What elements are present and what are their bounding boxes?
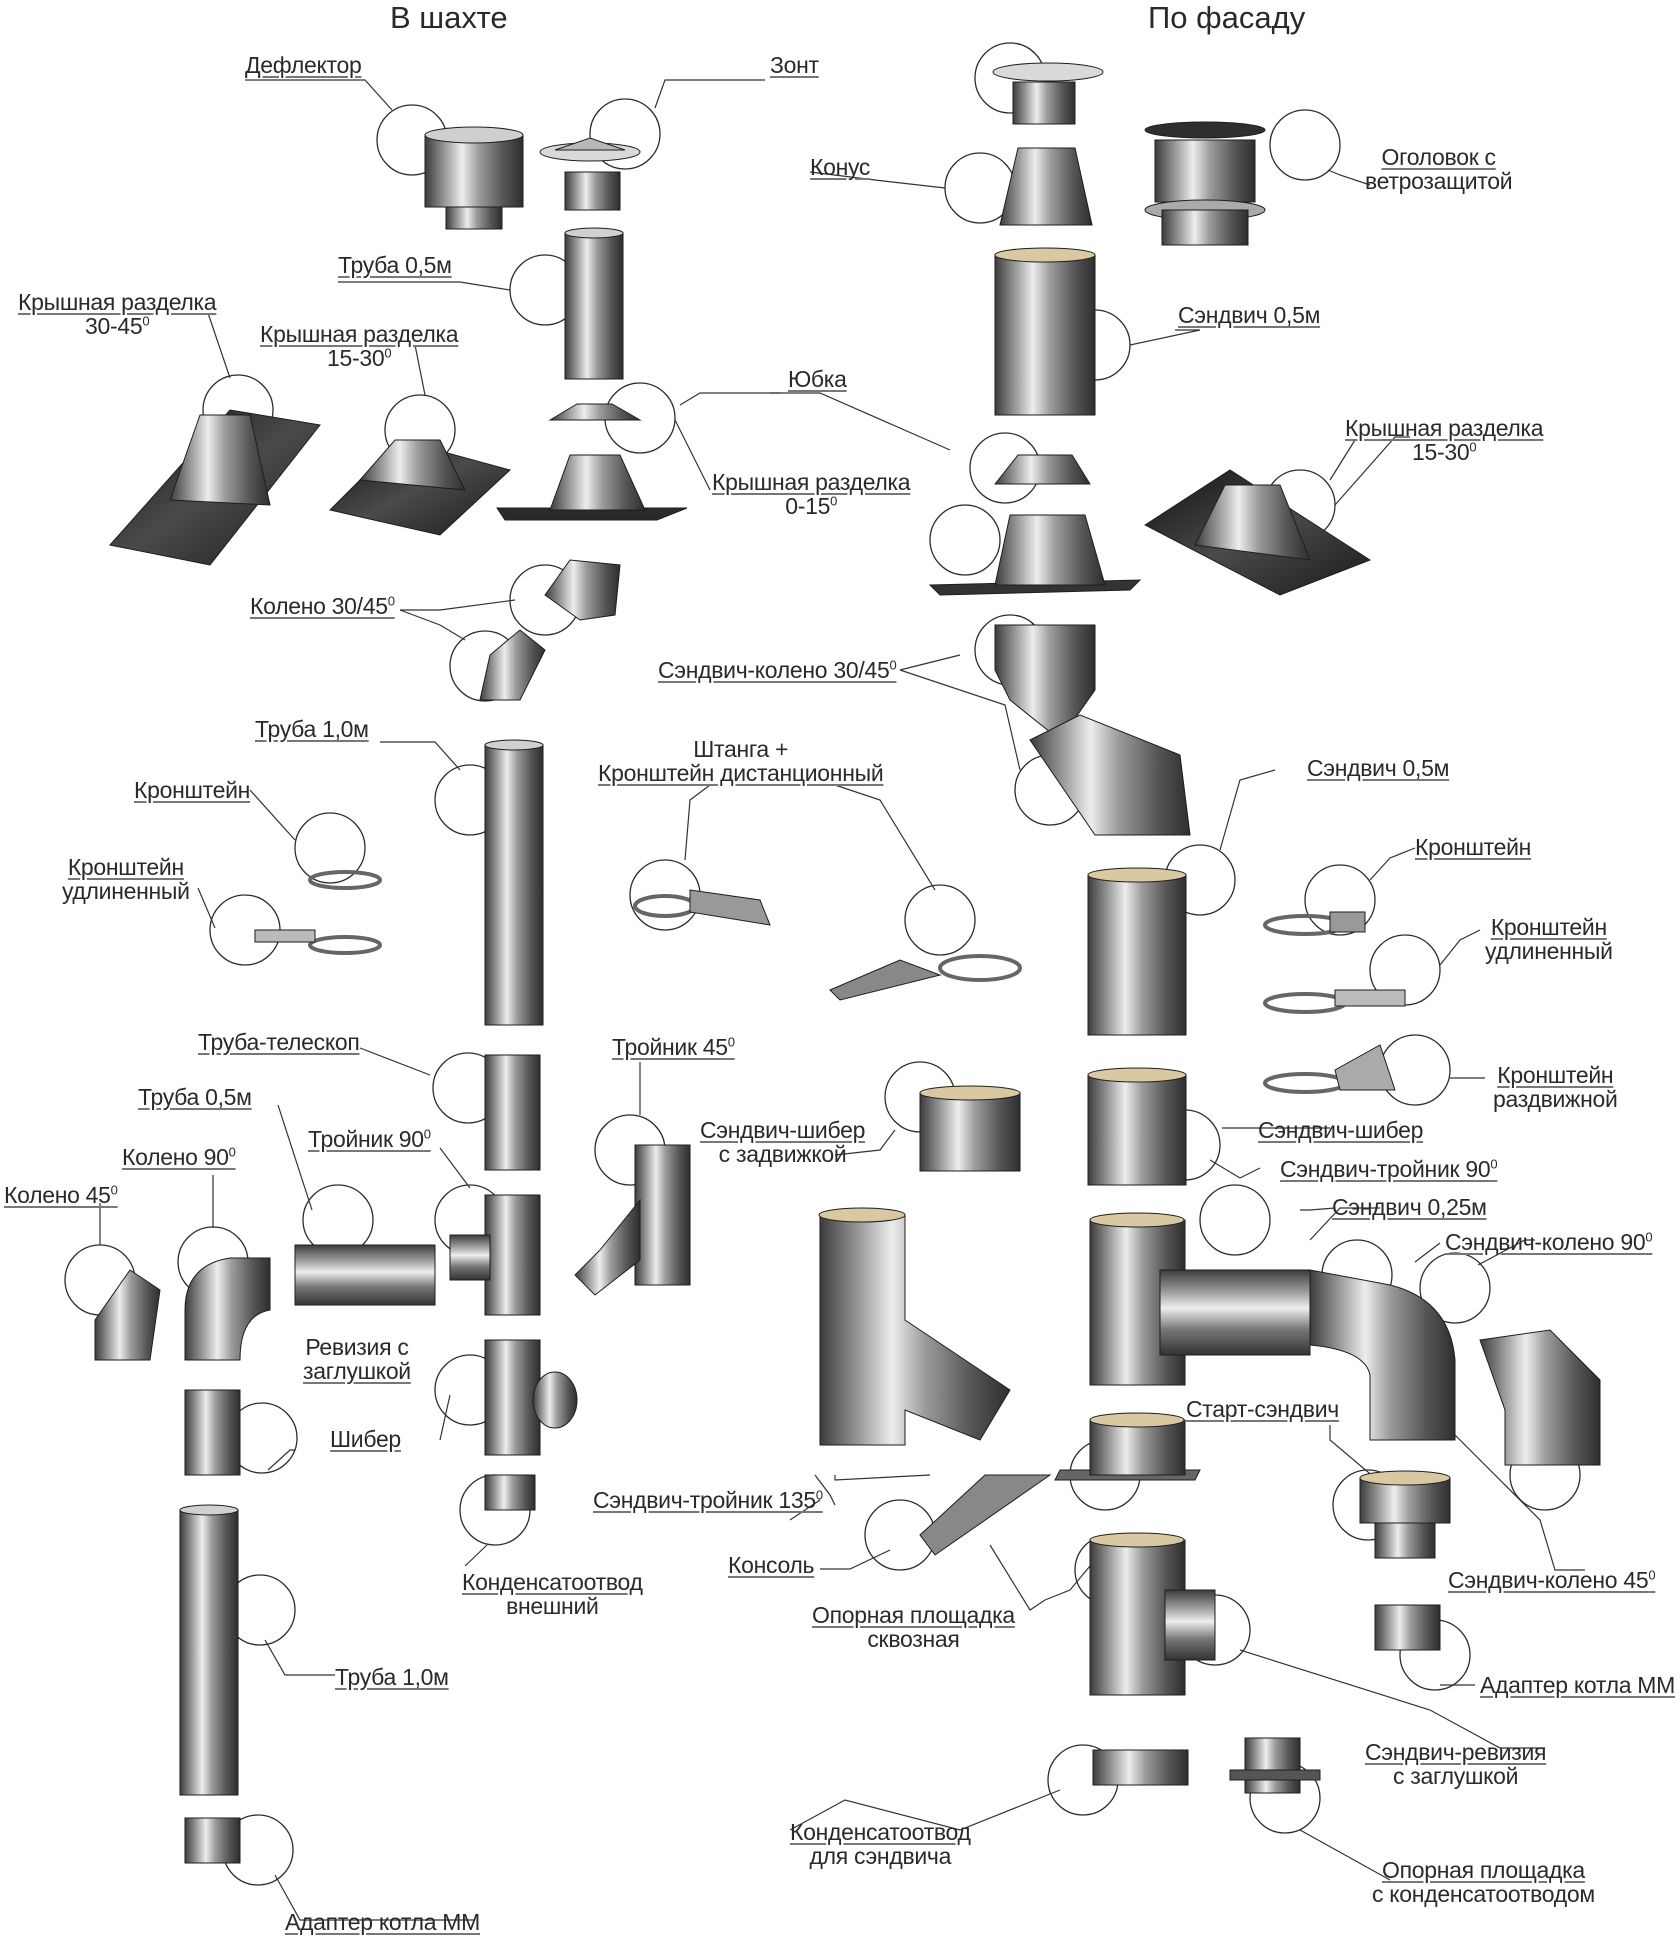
label-sendvich-05-mid: Сэндвич 0,5м: [1307, 755, 1450, 781]
label-sendvich-koleno-90: Сэндвич-колено 900: [1445, 1229, 1653, 1255]
label-truba-teleskop: Труба-телескоп: [198, 1029, 360, 1055]
label-yubka: Юбка: [788, 366, 847, 392]
label-shtanga: Штанга +Кронштейн дистанционный: [598, 736, 884, 786]
label-deflector: Дефлектор: [245, 52, 362, 78]
heading-facade: По фасаду: [1148, 0, 1306, 35]
label-truba-10-low: Труба 1,0м: [335, 1664, 449, 1690]
label-zont: Зонт: [770, 52, 819, 78]
label-kronshtein-left: Кронштейн: [134, 777, 251, 803]
label-start-sendvich: Старт-сэндвич: [1186, 1396, 1339, 1422]
label-sendvich-koleno-45: Сэндвич-колено 450: [1448, 1567, 1656, 1593]
label-truba-10-mid: Труба 1,0м: [255, 716, 369, 742]
leader-lines: [99, 79, 1585, 1921]
label-adapter-right: Адаптер котла ММ: [1480, 1672, 1676, 1698]
label-sendvich-shiber: Сэндвич-шибер: [1258, 1117, 1424, 1143]
label-koleno-90: Колено 900: [122, 1144, 236, 1170]
label-koleno-45: Колено 450: [4, 1182, 118, 1208]
label-sendvich-troinik-90: Сэндвич-тройник 900: [1280, 1156, 1498, 1182]
label-konus: Конус: [810, 154, 871, 180]
label-kronshtein-right: Кронштейн: [1415, 834, 1532, 860]
label-sendvich-05-top: Сэндвич 0,5м: [1178, 302, 1321, 328]
label-koleno-30-45: Колено 30/450: [250, 593, 395, 619]
label-troinik-45: Тройник 450: [612, 1034, 735, 1060]
label-truba-05-low: Труба 0,5м: [138, 1084, 252, 1110]
label-shiber: Шибер: [330, 1426, 401, 1452]
label-adapter-left: Адаптер котла ММ: [285, 1909, 481, 1935]
label-troinik-90: Тройник 900: [308, 1126, 431, 1152]
heading-in-shaft: В шахте: [390, 0, 508, 35]
label-konsol: Консоль: [728, 1552, 815, 1578]
label-sendvich-025: Сэндвич 0,25м: [1332, 1194, 1487, 1220]
parts-drawings: [94, 62, 1601, 1864]
label-sendvich-koleno-30-45: Сэндвич-колено 30/450: [658, 657, 897, 683]
label-sendvich-troinik-135: Сэндвич-тройник 1350: [593, 1487, 823, 1513]
label-truba-05-top: Труба 0,5м: [338, 252, 452, 278]
